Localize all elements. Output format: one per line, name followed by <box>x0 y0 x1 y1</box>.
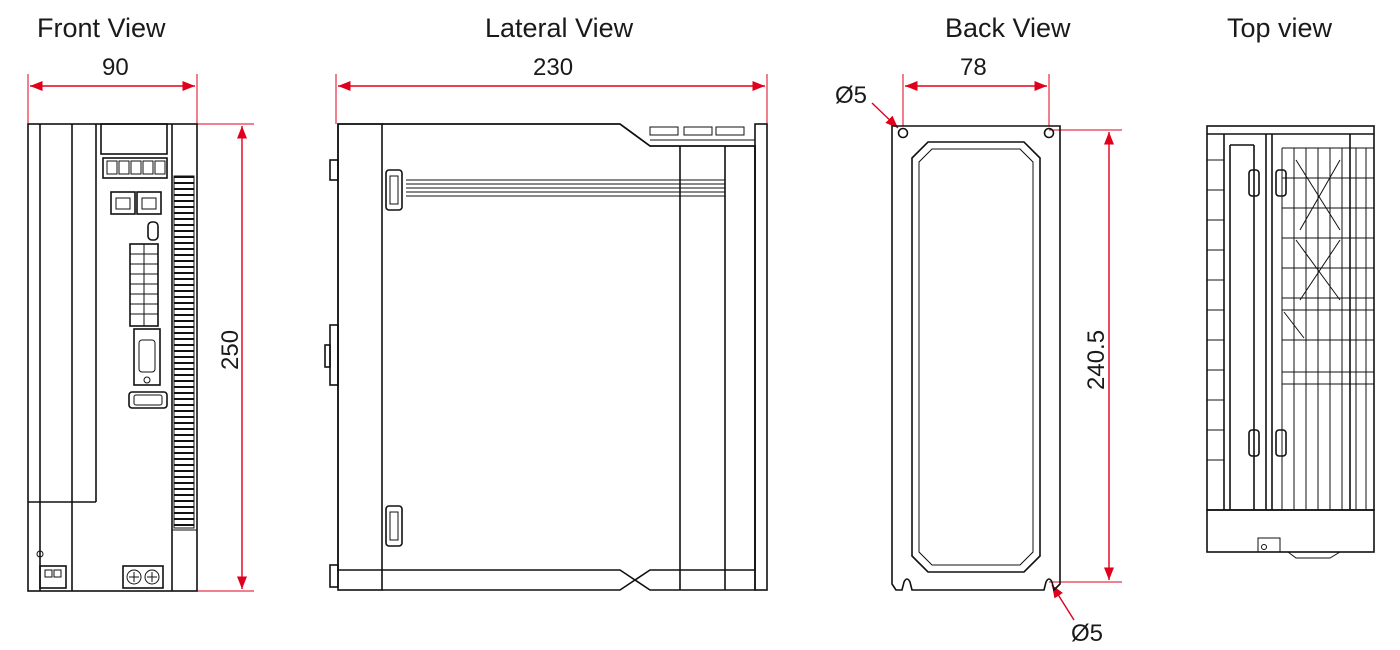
back-top-hole-label: Ø5 <box>835 82 867 109</box>
front-encoder-connector <box>128 391 168 409</box>
top-view-title: Top view <box>1227 13 1333 43</box>
front-heatsink-fins <box>173 175 195 529</box>
lateral-bottom-clip <box>385 505 403 547</box>
top-clip-3 <box>1248 429 1260 457</box>
lateral-front-boss-top <box>329 159 339 181</box>
lateral-top-clip <box>385 169 403 211</box>
back-bottom-hole-label: Ø5 <box>1071 620 1103 647</box>
top-clip-4 <box>1275 429 1287 457</box>
back-hole-height-label: 240.5 <box>1083 330 1110 390</box>
back-recessed-panel <box>911 141 1041 573</box>
front-view-title: Front View <box>37 13 166 43</box>
back-top-left-hole <box>897 127 909 139</box>
front-motor-terminal <box>122 565 164 589</box>
lateral-top-vents <box>649 126 755 141</box>
back-bottom-hole-leader <box>1051 584 1075 621</box>
front-keypad <box>102 157 168 179</box>
front-view: 90 250 <box>27 54 254 592</box>
front-power-terminal <box>39 565 67 589</box>
back-hole-spacing-label: 78 <box>960 54 987 81</box>
top-left-vents <box>1207 159 1224 461</box>
top-clip-2 <box>1275 169 1287 197</box>
front-network-ports <box>110 191 162 215</box>
top-view <box>1206 125 1375 559</box>
front-usb-port <box>147 221 159 241</box>
lateral-view-title: Lateral View <box>485 13 634 43</box>
lateral-depth-label: 230 <box>533 54 573 81</box>
top-clip-1 <box>1248 169 1260 197</box>
back-top-right-hole <box>1043 127 1055 139</box>
front-height-label: 250 <box>217 330 244 370</box>
back-view-title: Back View <box>945 13 1071 43</box>
lateral-rails <box>406 179 725 197</box>
back-top-hole-leader <box>871 102 899 129</box>
top-heatsink-grid <box>1281 147 1374 510</box>
front-terminal-block <box>129 243 159 327</box>
lateral-view: 230 <box>324 54 768 591</box>
lateral-front-connector <box>329 324 339 386</box>
front-db-connector <box>133 328 161 386</box>
lateral-front-boss-bottom <box>329 564 339 588</box>
back-view: 78 Ø5 240.5 Ø5 <box>835 54 1122 647</box>
top-base <box>1206 509 1375 553</box>
front-width-label: 90 <box>102 54 129 81</box>
